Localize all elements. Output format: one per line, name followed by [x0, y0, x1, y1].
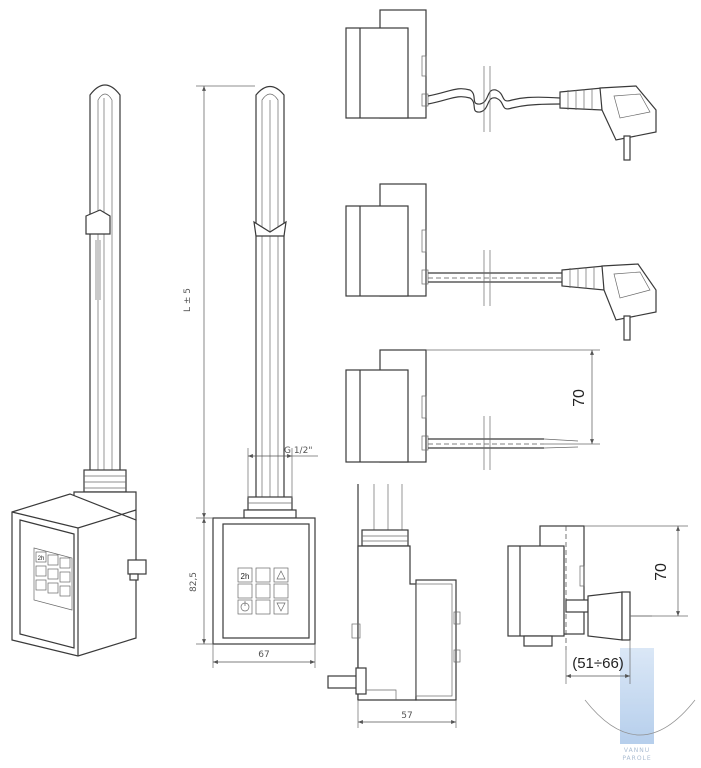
dim-side-depth: 57 — [401, 711, 412, 721]
front-heater-view: 2h L ± 5 G 1/2" 82,5 67 — [183, 85, 318, 668]
up-arrow-icon — [276, 570, 286, 580]
side-heater-view: 57 — [327, 484, 461, 728]
dim-control-height: 82,5 — [189, 572, 199, 592]
wall-mount-view: 70 (51÷66) — [507, 525, 688, 684]
front-keypad: 2h — [237, 567, 289, 615]
isometric-heater-view: 2h — [11, 84, 147, 657]
iso-keypad: 2h — [33, 547, 73, 611]
watermark: VANNU PAROLE — [584, 648, 696, 762]
dim-thread: G 1/2" — [284, 446, 312, 456]
cable-variant-plug-coiled — [345, 9, 657, 161]
down-arrow-icon — [276, 602, 286, 612]
watermark-text-2: PAROLE — [622, 755, 651, 762]
cable-variant-bare-wires: 70 — [345, 349, 600, 470]
timer-key-label: 2h — [241, 572, 250, 581]
dim-length: L ± 5 — [183, 288, 193, 312]
cable-variant-plug-straight — [345, 183, 657, 341]
watermark-text-1: VANNU — [624, 747, 650, 754]
iso-timer-key: 2h — [38, 556, 45, 562]
dim-control-width: 67 — [258, 650, 269, 660]
dim-cable-height-a: 70 — [571, 389, 588, 407]
dim-cable-height-b: 70 — [653, 563, 670, 581]
dim-mount-range: (51÷66) — [572, 655, 624, 672]
